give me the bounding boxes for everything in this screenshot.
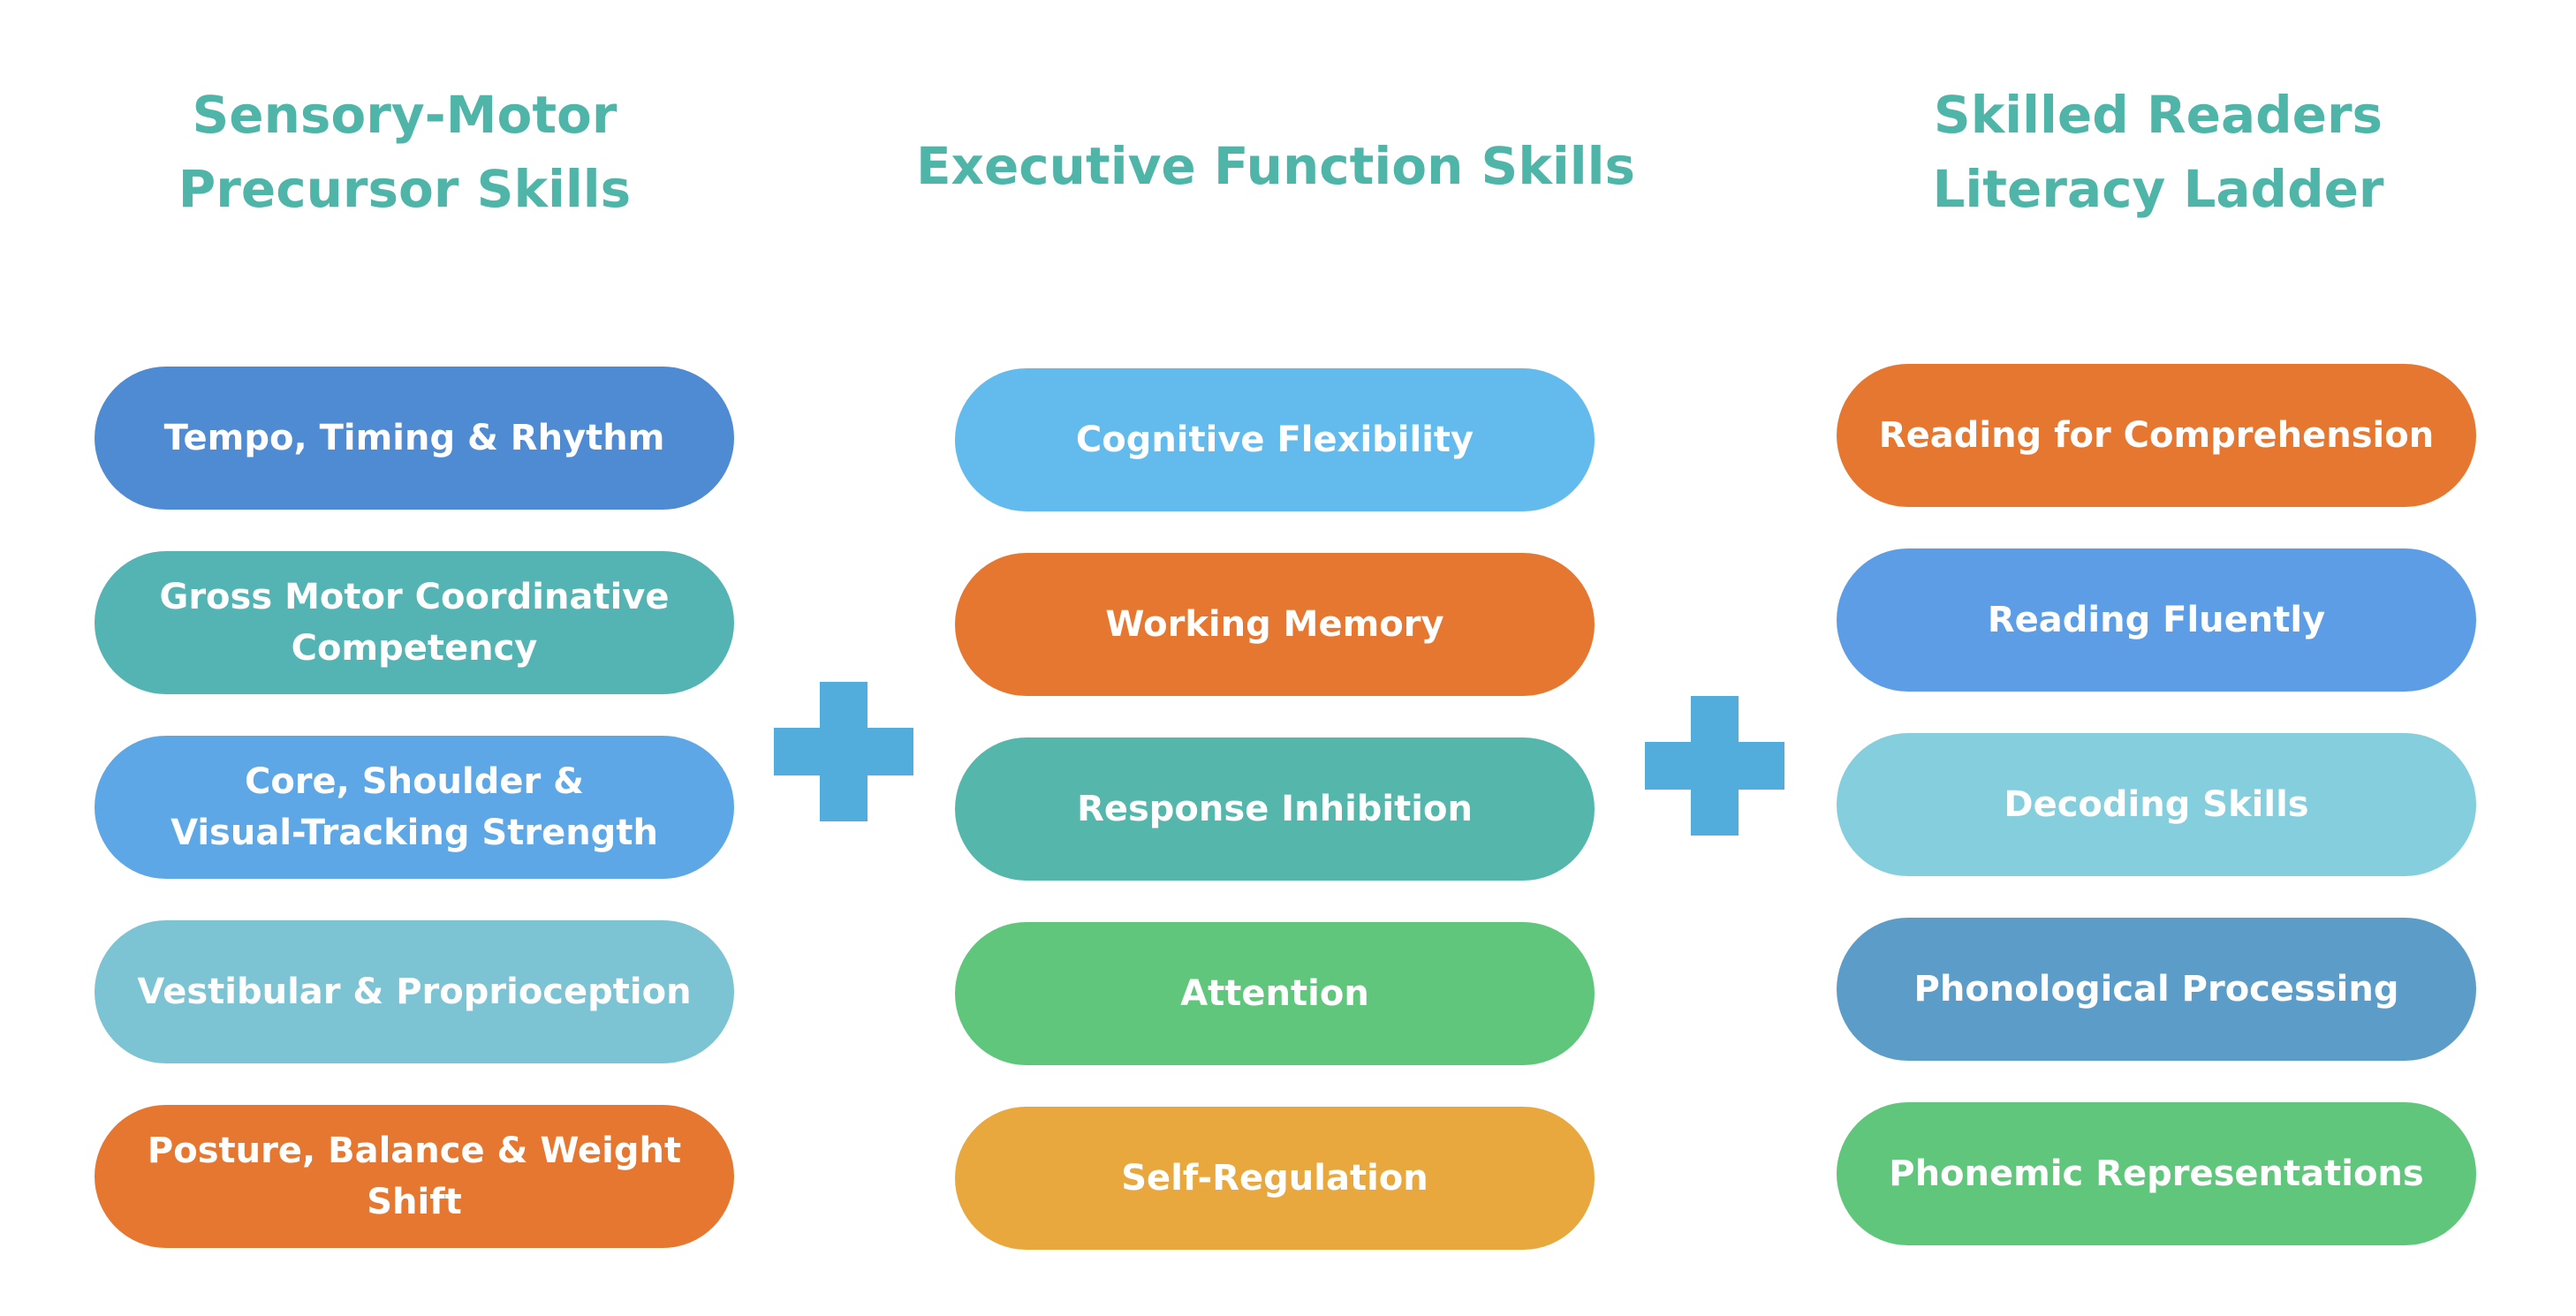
skill-working-memory: Working Memory — [955, 553, 1595, 696]
skill-phonemic-representations: Phonemic Representations — [1837, 1102, 2476, 1245]
skill-gross-motor-coordination: Gross Motor Coordinative Competency — [95, 551, 734, 694]
skill-posture-balance-weight-shift: Posture, Balance & Weight Shift — [95, 1105, 734, 1248]
skill-core-shoulder-visual-tracking: Core, Shoulder & Visual-Tracking Strengt… — [95, 736, 734, 879]
plus-icon — [1645, 696, 1784, 836]
skill-reading-for-comprehension: Reading for Comprehension — [1837, 364, 2476, 507]
skill-decoding: Decoding Skills — [1837, 733, 2476, 876]
skill-response-inhibition: Response Inhibition — [955, 737, 1595, 881]
skill-tempo-timing-rhythm: Tempo, Timing & Rhythm — [95, 367, 734, 510]
skill-phonological-processing: Phonological Processing — [1837, 918, 2476, 1061]
skill-vestibular-proprioception: Vestibular & Proprioception — [95, 920, 734, 1063]
title-skilled-readers: Skilled Readers Literacy Ladder — [1932, 85, 2384, 219]
skill-self-regulation: Self-Regulation — [955, 1107, 1595, 1250]
title-executive-function: Executive Function Skills — [915, 136, 1636, 196]
title-sensory-motor: Sensory-Motor Precursor Skills — [178, 85, 632, 219]
skill-attention: Attention — [955, 922, 1595, 1065]
skill-reading-fluently: Reading Fluently — [1837, 548, 2476, 692]
skill-cognitive-flexibility: Cognitive Flexibility — [955, 368, 1595, 511]
plus-icon — [774, 682, 913, 821]
